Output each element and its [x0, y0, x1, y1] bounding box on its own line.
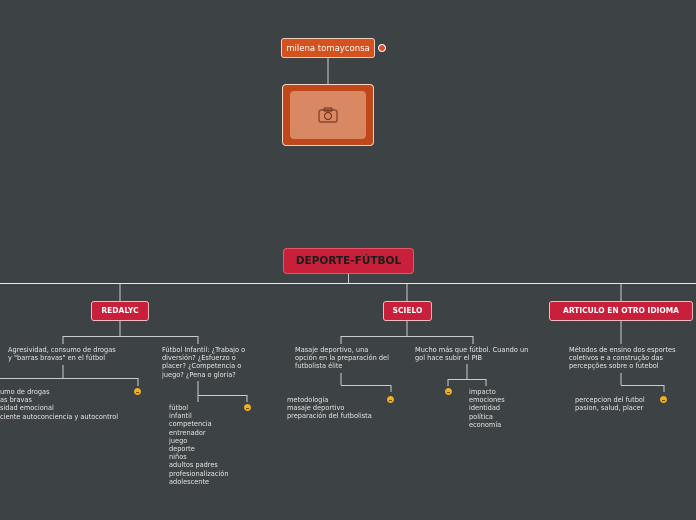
smiley-icon — [660, 396, 667, 403]
topic-metodos[interactable]: Métodos de ensino dos esportes coletivos… — [569, 346, 676, 371]
keywords-metodos[interactable]: percepcion del futbol pasion, salud, pla… — [575, 396, 645, 413]
keywords-futbol-infantil[interactable]: fútbol infantil competencia entrenador j… — [169, 404, 229, 486]
keywords-mucho-mas[interactable]: impacto emociones identidad política eco… — [469, 388, 505, 429]
smiley-icon — [134, 388, 141, 395]
topic-masaje[interactable]: Masaje deportivo, una opción en la prepa… — [295, 346, 389, 371]
image-node[interactable] — [282, 84, 374, 146]
topic-futbol-infantil[interactable]: Fútbol Infantil: ¿Trabajo o diversión? ¿… — [162, 346, 246, 379]
root-node[interactable]: DEPORTE-FÚTBOL — [283, 248, 414, 274]
branch-scielo[interactable]: SCIELO — [383, 301, 432, 321]
smiley-icon — [244, 404, 251, 411]
camera-icon — [318, 107, 338, 123]
smiley-icon — [445, 388, 452, 395]
smiley-icon — [387, 396, 394, 403]
topic-mucho-mas[interactable]: Mucho más que fútbol. Cuando un gol hace… — [415, 346, 529, 363]
pin-icon[interactable] — [378, 44, 386, 52]
keywords-agresividad[interactable]: umo de drogas as bravas sidad emocional … — [0, 388, 119, 421]
author-node[interactable]: milena tomayconsa — [281, 38, 375, 58]
keywords-masaje[interactable]: metodología masaje deportivo preparación… — [287, 396, 372, 421]
topic-agresividad[interactable]: Agresividad, consumo de drogas y "barras… — [8, 346, 116, 363]
branch-otro-idioma[interactable]: ARTICULO EN OTRO IDIOMA — [549, 301, 693, 321]
branch-redalyc[interactable]: REDALYC — [91, 301, 149, 321]
image-placeholder — [290, 91, 366, 139]
